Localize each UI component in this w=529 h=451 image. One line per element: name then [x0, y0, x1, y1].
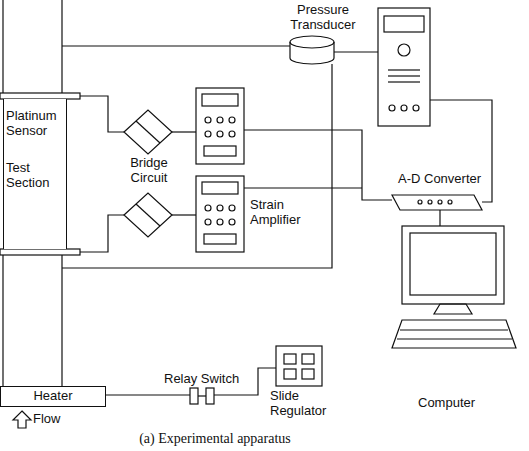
signal-wire — [334, 51, 378, 52]
pressure-transducer-symbol — [290, 36, 334, 64]
signal-wire — [430, 100, 492, 202]
slide-regulator-box — [276, 346, 322, 386]
part-label: Pressure Transducer — [282, 3, 364, 33]
relay-switch-symbol — [190, 388, 214, 404]
bridge-circuit-symbol — [124, 110, 172, 154]
part-label: Relay Switch — [164, 372, 256, 387]
sensor-wire — [80, 96, 124, 132]
strain-amplifier-box — [196, 176, 244, 252]
tube-wall — [61, 252, 62, 386]
figure-caption: (a) Experimental apparatus — [100, 431, 330, 447]
pressure-meter-box — [378, 8, 430, 126]
tube-wall — [2, 252, 3, 386]
heater-box: Heater — [0, 386, 106, 407]
signal-wire — [244, 187, 362, 188]
part-label: Slide Regulator — [270, 389, 340, 419]
part-label: Flow — [33, 412, 83, 427]
signal-wire — [172, 214, 196, 215]
part-label: Computer — [418, 396, 508, 411]
pressure-tap-wire — [62, 64, 332, 268]
part-label: Bridge Circuit — [122, 156, 176, 186]
computer-symbol — [392, 226, 516, 348]
signal-wire — [244, 130, 392, 200]
part-label: A-D Converter — [398, 172, 498, 187]
sensor-flange — [0, 249, 80, 255]
signal-wire — [439, 210, 440, 226]
node-text: Heater — [5, 389, 101, 404]
part-label: Strain Amplifier — [250, 198, 314, 228]
bridge-circuit-symbol — [124, 193, 172, 237]
node-text: Test Section — [6, 161, 64, 191]
test-section-tube: Platinum SensorTest Section — [3, 99, 67, 249]
signal-wire — [172, 131, 196, 132]
tube-wall — [61, 0, 62, 97]
pressure-tap-wire — [62, 45, 290, 46]
tube-wall — [2, 0, 3, 97]
sensor-wire — [80, 215, 124, 252]
flow-arrow — [13, 411, 31, 428]
ad-converter-symbol — [392, 195, 482, 210]
power-wire — [106, 394, 190, 395]
node-text: Platinum Sensor — [6, 109, 64, 139]
strain-amplifier-box — [196, 88, 244, 164]
